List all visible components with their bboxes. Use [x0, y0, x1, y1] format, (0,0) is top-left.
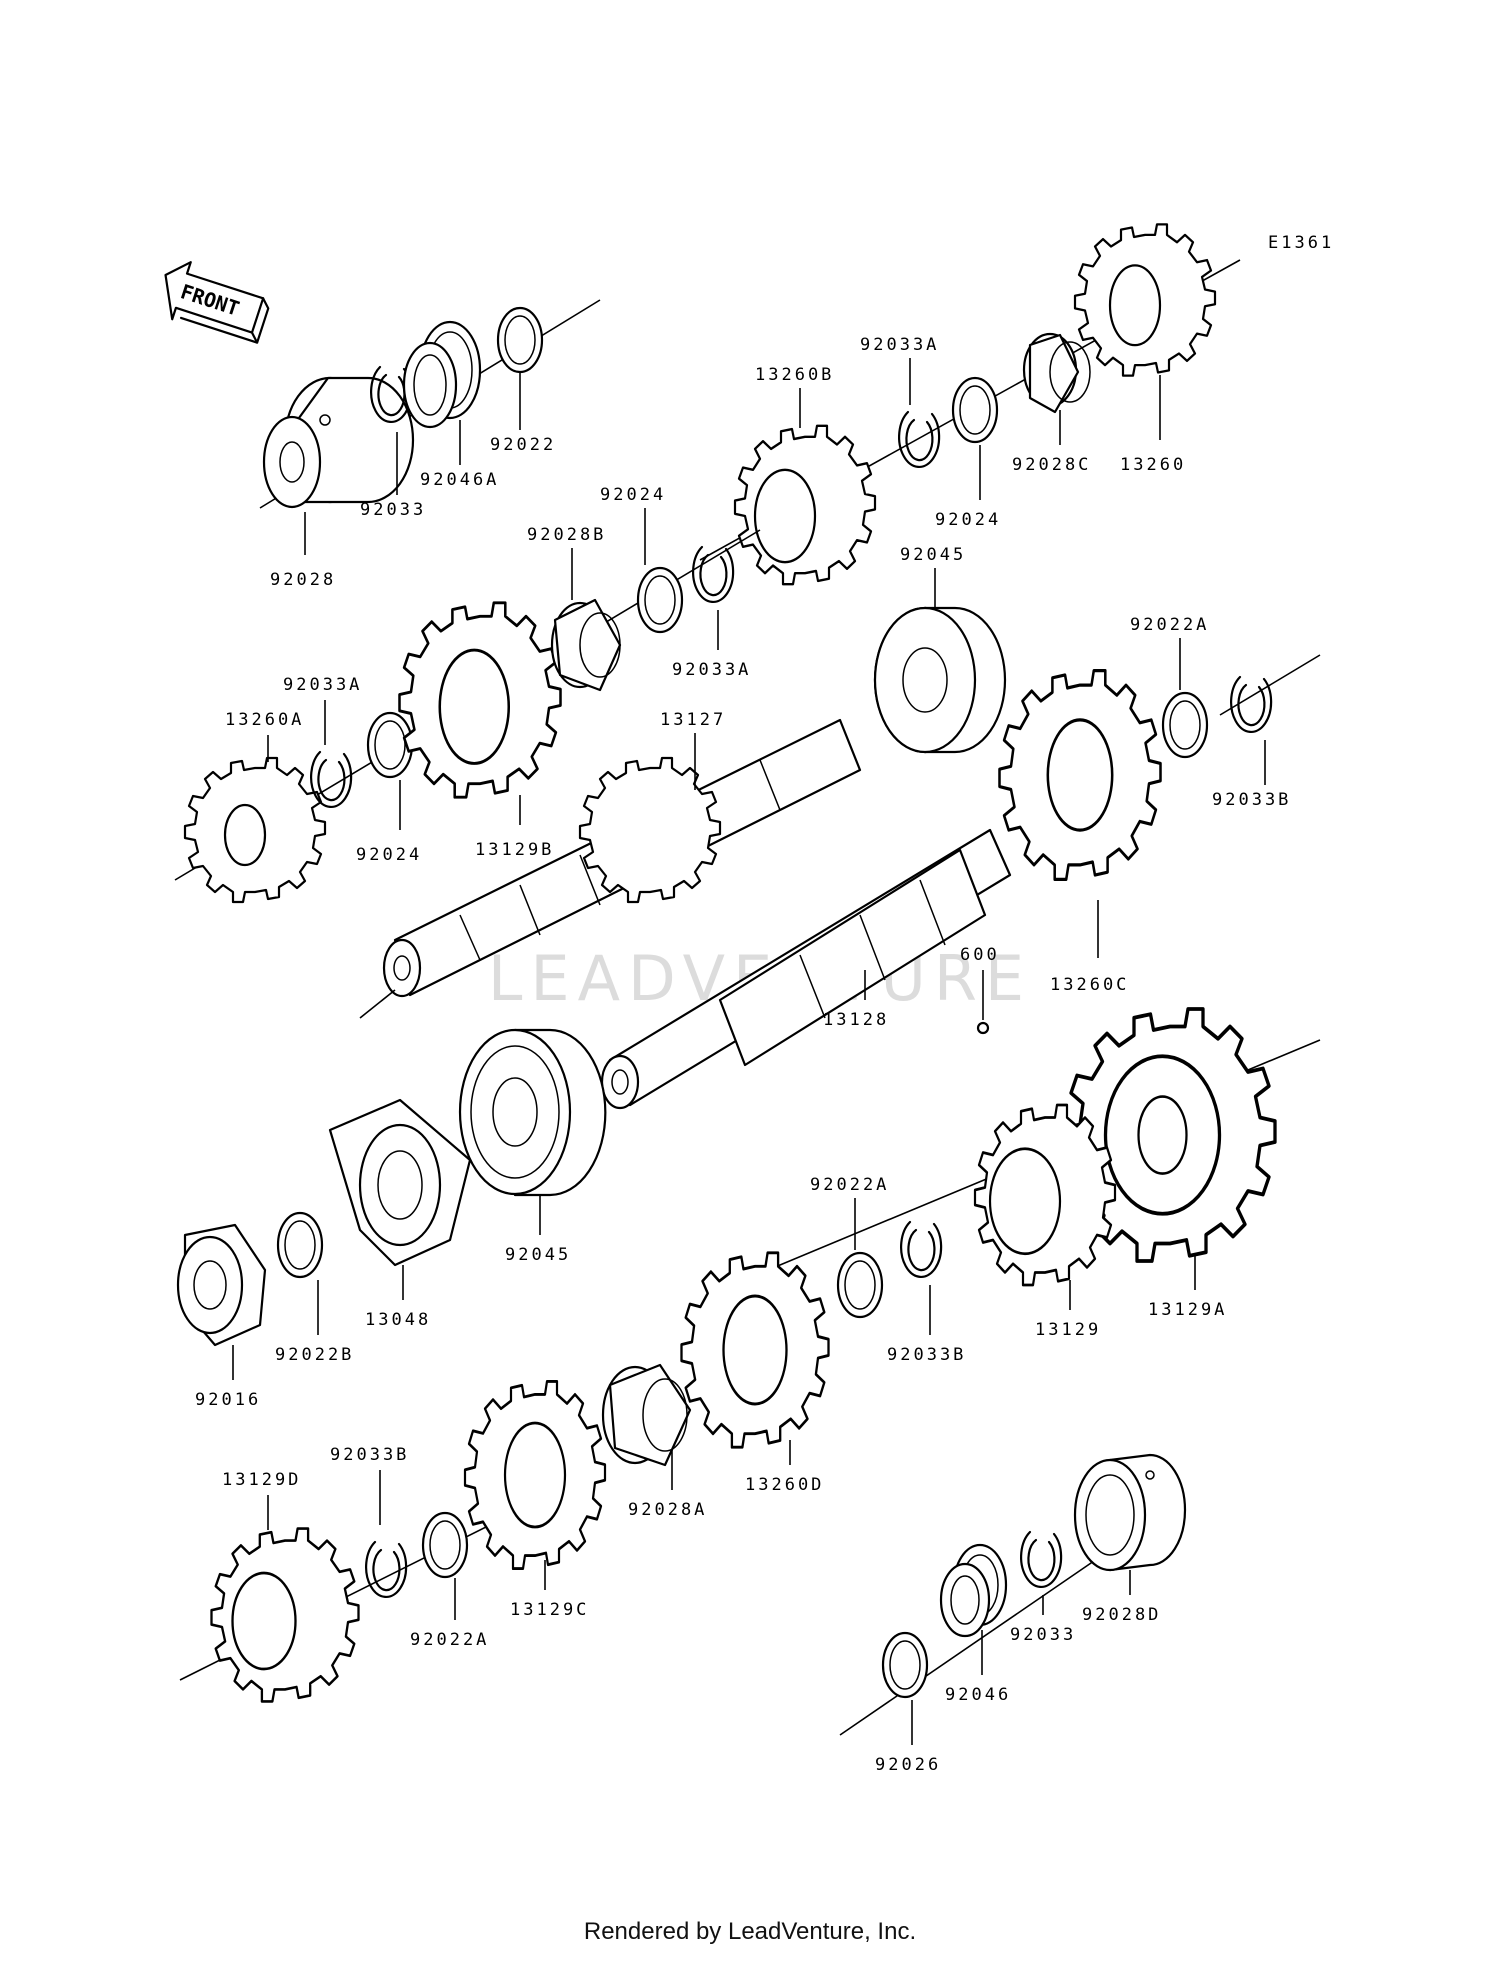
label-13127: 13127	[660, 710, 726, 730]
gear-13260-icon	[1073, 223, 1217, 377]
label-92028D: 92028D	[1082, 1605, 1161, 1625]
label-13129: 13129	[1035, 1320, 1101, 1340]
label-13129A: 13129A	[1148, 1300, 1227, 1320]
label-600: 600	[960, 945, 1000, 965]
label-92033B-mid: 92033B	[887, 1345, 966, 1365]
gear-13129B-icon	[398, 601, 562, 799]
washer-92022B-icon	[276, 1211, 324, 1279]
circlip-92033-low-icon	[1020, 1530, 1063, 1589]
label-92022A-mid: 92022A	[810, 1175, 889, 1195]
label-13260B: 13260B	[755, 365, 834, 385]
bushing-92028A-icon	[601, 1363, 692, 1467]
washer-92024-mid-icon	[636, 566, 684, 634]
collar-92028D-icon	[1073, 1453, 1187, 1572]
circlip-92033A-mid-icon	[692, 545, 735, 604]
bushing-92028B-icon	[550, 598, 622, 692]
label-92046A: 92046A	[420, 470, 499, 490]
washer-92022-icon	[496, 306, 544, 374]
gear-13260D-icon	[680, 1251, 830, 1449]
needle-bearing-92046A-icon	[402, 320, 482, 429]
front-arrow-icon: FRONT	[164, 261, 270, 344]
label-92045-bottom: 92045	[505, 1245, 571, 1265]
countershaft-13128-icon	[600, 828, 1012, 1110]
label-92033B-low: 92033B	[330, 1445, 409, 1465]
diagram-code: E1361	[1268, 233, 1334, 253]
label-92045-top: 92045	[900, 545, 966, 565]
label-92026: 92026	[875, 1755, 941, 1775]
label-13129C: 13129C	[510, 1600, 589, 1620]
label-92028B: 92028B	[527, 525, 606, 545]
label-92022A-right: 92022A	[1130, 615, 1209, 635]
label-92046: 92046	[945, 1685, 1011, 1705]
label-92022B: 92022B	[275, 1345, 354, 1365]
label-92028C: 92028C	[1012, 455, 1091, 475]
nut-92016-icon	[176, 1223, 267, 1347]
label-13260A: 13260A	[225, 710, 304, 730]
bushing-92028C-icon	[1022, 332, 1091, 414]
label-92024-mid: 92024	[600, 485, 666, 505]
label-92022: 92022	[490, 435, 556, 455]
label-13129D: 13129D	[222, 1470, 301, 1490]
circlip-92033B-low-icon	[365, 1540, 408, 1599]
label-92033-low: 92033	[1010, 1625, 1076, 1645]
mainshaft-13127-icon	[382, 718, 862, 998]
gear-13260B-icon	[733, 424, 877, 586]
gear-13260C-icon	[997, 669, 1163, 881]
label-92024-top: 92024	[935, 510, 1001, 530]
label-13260D: 13260D	[745, 1475, 824, 1495]
label-92033A-left: 92033A	[283, 675, 362, 695]
circlip-92033B-mid-icon	[900, 1220, 943, 1279]
footer-credit: Rendered by LeadVenture, Inc.	[583, 1918, 917, 1945]
collar-92028-icon	[262, 376, 415, 509]
gear-13129A-icon	[1063, 1007, 1277, 1263]
label-92028A: 92028A	[628, 1500, 707, 1520]
label-13260: 13260	[1120, 455, 1186, 475]
label-13129B: 13129B	[475, 840, 554, 860]
needle-bearing-92046-icon	[939, 1543, 1008, 1638]
gear-13129-icon	[973, 1103, 1117, 1287]
bearing-92045-bottom-icon	[458, 1028, 607, 1197]
label-92028: 92028	[270, 570, 336, 590]
washer-92022A-right-icon	[1161, 691, 1209, 759]
pin-600-icon	[976, 1021, 990, 1035]
circlip-92033A-left-icon	[310, 750, 353, 809]
circlip-92033A-top-icon	[898, 410, 941, 469]
label-13048: 13048	[365, 1310, 431, 1330]
label-13260C: 13260C	[1050, 975, 1129, 995]
label-92033A-top: 92033A	[860, 335, 939, 355]
label-92016: 92016	[195, 1390, 261, 1410]
washer-92022A-mid-icon	[836, 1251, 884, 1319]
label-92022A-low: 92022A	[410, 1630, 489, 1650]
label-92033A-mid: 92033A	[672, 660, 751, 680]
label-92033B-right: 92033B	[1212, 790, 1291, 810]
washer-92024-top-icon	[951, 376, 999, 444]
gear-13129D-icon	[210, 1527, 360, 1703]
label-13128: 13128	[823, 1010, 889, 1030]
gear-13048-icon	[328, 1098, 472, 1267]
washer-92022A-low-icon	[421, 1511, 469, 1579]
washer-92026-icon	[881, 1631, 929, 1699]
gear-13129C-icon	[463, 1379, 607, 1571]
label-92024-left: 92024	[356, 845, 422, 865]
label-92033: 92033	[360, 500, 426, 520]
